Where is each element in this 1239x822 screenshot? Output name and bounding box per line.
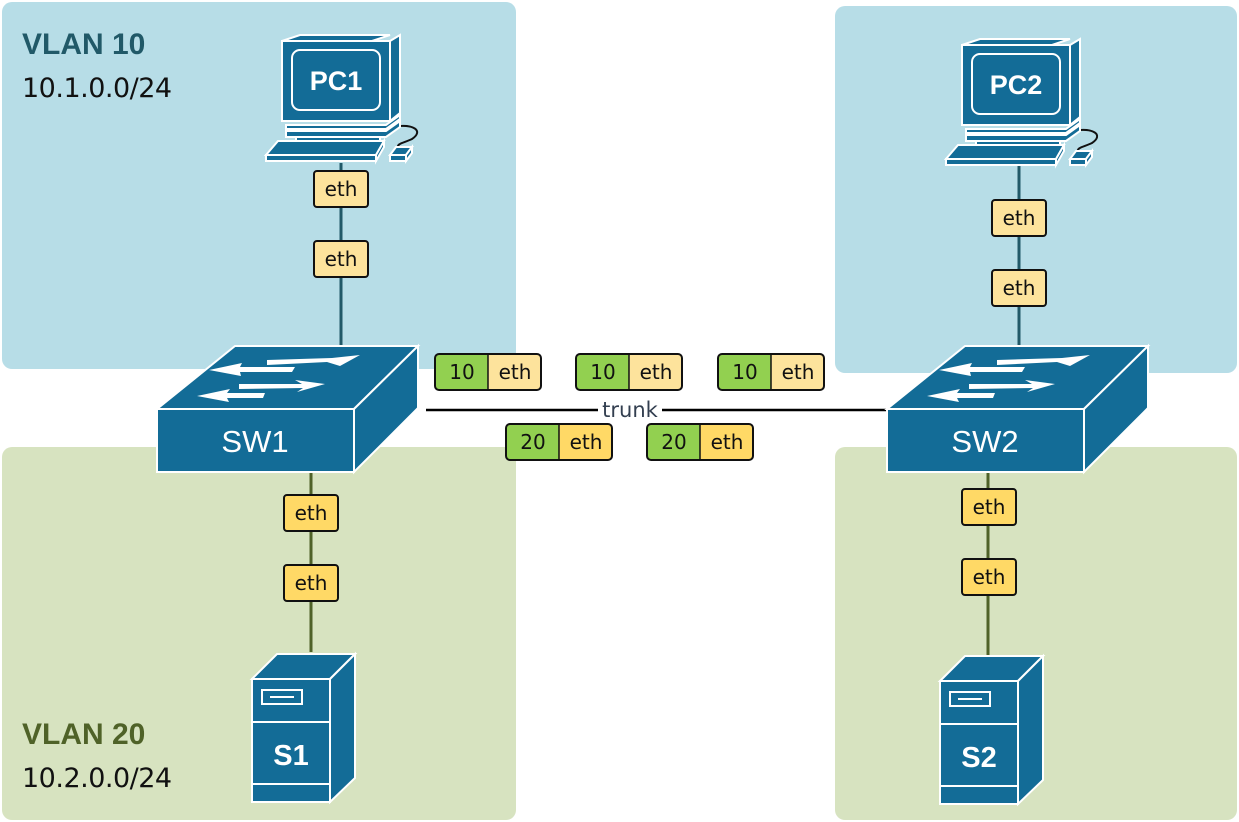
svg-text:eth: eth: [973, 495, 1006, 519]
svg-text:eth: eth: [1003, 276, 1036, 300]
svg-text:eth: eth: [711, 430, 744, 454]
computer-icon: [265, 34, 419, 162]
eth-tag: eth: [961, 488, 1017, 526]
svg-text:eth: eth: [973, 565, 1006, 589]
svg-text:eth: eth: [325, 177, 358, 201]
tagged-frame-vlan20: 20 eth: [646, 423, 754, 461]
tagged-frame-vlan10: 10 eth: [434, 353, 542, 391]
svg-text:eth: eth: [782, 360, 815, 384]
svg-text:eth: eth: [1003, 206, 1036, 230]
vlan10-title: VLAN 10: [22, 28, 146, 61]
vlan10-subnet: 10.1.0.0/24: [22, 73, 172, 104]
s2-label: S2: [961, 742, 996, 774]
pc1[interactable]: PC1: [265, 34, 419, 162]
tagged-frame-vlan20: 20 eth: [505, 423, 613, 461]
server-icon: [251, 653, 356, 803]
eth-tag: eth: [313, 170, 369, 208]
eth-tag: eth: [313, 240, 369, 278]
svg-text:eth: eth: [570, 430, 603, 454]
eth-tag: eth: [991, 269, 1047, 307]
svg-text:10: 10: [449, 360, 474, 384]
svg-text:eth: eth: [295, 571, 328, 595]
svg-text:10: 10: [732, 360, 757, 384]
eth-tag: eth: [991, 199, 1047, 237]
svg-text:20: 20: [661, 430, 686, 454]
sw2[interactable]: SW2: [886, 345, 1149, 473]
s2[interactable]: S2: [939, 655, 1044, 805]
vlan20-subnet: 10.2.0.0/24: [22, 763, 172, 794]
s1[interactable]: S1: [251, 653, 356, 803]
sw1[interactable]: SW1: [156, 345, 419, 473]
pc2[interactable]: PC2: [945, 38, 1099, 166]
eth-tag: eth: [961, 558, 1017, 596]
s1-label: S1: [273, 740, 308, 772]
eth-tag: eth: [283, 564, 339, 602]
computer-icon: [945, 38, 1099, 166]
tagged-frame-vlan10: 10 eth: [717, 353, 825, 391]
vlan20-title: VLAN 20: [22, 718, 146, 751]
svg-text:eth: eth: [640, 360, 673, 384]
trunk-label: trunk: [602, 398, 658, 422]
svg-text:eth: eth: [295, 501, 328, 525]
pc1-label: PC1: [310, 66, 363, 96]
server-icon: [939, 655, 1044, 805]
pc2-label: PC2: [990, 70, 1043, 100]
tagged-frame-vlan10: 10 eth: [575, 353, 683, 391]
sw2-label: SW2: [951, 424, 1018, 459]
svg-text:10: 10: [590, 360, 615, 384]
svg-text:20: 20: [520, 430, 545, 454]
sw1-label: SW1: [221, 424, 288, 459]
eth-tag: eth: [283, 494, 339, 532]
vlan10-region-left: [2, 2, 516, 369]
svg-text:eth: eth: [325, 247, 358, 271]
svg-text:eth: eth: [499, 360, 532, 384]
